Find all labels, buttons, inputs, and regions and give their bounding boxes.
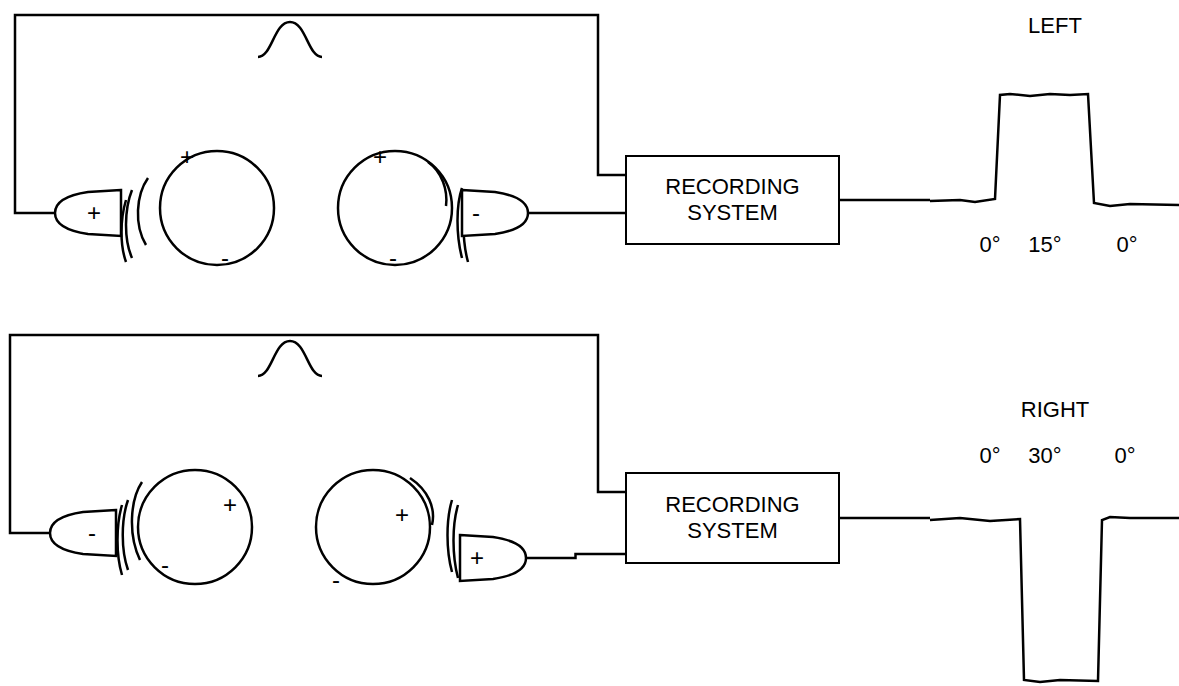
panel-title: RIGHT bbox=[1021, 398, 1089, 422]
skin-bracket bbox=[132, 482, 142, 560]
electrode-outline bbox=[462, 190, 528, 236]
polarity-sign: - bbox=[389, 246, 397, 270]
electrode: + bbox=[55, 190, 121, 236]
electrode-wire bbox=[15, 15, 625, 213]
angle-label: 0° bbox=[1114, 444, 1135, 468]
electrode-outline bbox=[50, 510, 116, 556]
angle-label: 0° bbox=[1116, 233, 1137, 257]
electrode: - bbox=[50, 510, 116, 556]
right-eye bbox=[316, 470, 430, 584]
box-label: RECORDING SYSTEM bbox=[637, 492, 828, 544]
electrode-outline bbox=[460, 535, 526, 581]
skin-bracket bbox=[118, 505, 123, 575]
electrode-shape bbox=[50, 510, 116, 556]
polarity-sign: + bbox=[470, 545, 484, 571]
polarity-sign: - bbox=[332, 568, 340, 592]
nose bbox=[258, 22, 322, 57]
electrode: + bbox=[460, 535, 526, 581]
polarity-sign: + bbox=[180, 145, 194, 169]
angle-label: 0° bbox=[979, 233, 1000, 257]
skin-bracket bbox=[410, 478, 433, 525]
output-lead bbox=[840, 199, 930, 202]
output-lead bbox=[840, 517, 930, 520]
electrode-shape bbox=[462, 190, 528, 236]
nose bbox=[258, 341, 322, 376]
skin-bracket bbox=[448, 500, 453, 572]
polarity-sign: - bbox=[88, 520, 96, 546]
polarity-sign: + bbox=[223, 493, 237, 517]
skin-bracket bbox=[123, 500, 128, 570]
skin-bracket bbox=[428, 162, 446, 206]
electrode-wire bbox=[10, 335, 625, 533]
signal-trace bbox=[930, 94, 1179, 206]
signal-trace bbox=[930, 517, 1179, 682]
recording-system-box: RECORDING SYSTEM bbox=[625, 155, 840, 245]
angle-label: 30° bbox=[1028, 444, 1061, 468]
left-eye bbox=[160, 151, 274, 265]
polarity-sign: + bbox=[373, 145, 387, 169]
electrode-wire bbox=[528, 212, 625, 215]
panel-title: LEFT bbox=[1028, 14, 1082, 38]
skin-bracket bbox=[454, 505, 459, 578]
polarity-sign: - bbox=[161, 553, 169, 577]
recording-system-box: RECORDING SYSTEM bbox=[625, 472, 840, 564]
skin-bracket bbox=[126, 190, 132, 258]
polarity-sign: - bbox=[472, 200, 480, 226]
polarity-sign: + bbox=[395, 503, 409, 527]
electrode-shape bbox=[55, 190, 121, 236]
polarity-sign: - bbox=[221, 246, 229, 270]
skin-bracket bbox=[138, 178, 148, 245]
electrode-wire bbox=[526, 554, 625, 558]
angle-label: 15° bbox=[1028, 233, 1061, 257]
electrode-shape bbox=[460, 535, 526, 581]
angle-label: 0° bbox=[979, 444, 1000, 468]
polarity-sign: + bbox=[87, 200, 101, 226]
left-eye bbox=[138, 470, 252, 584]
electrode: - bbox=[462, 190, 528, 236]
box-label: RECORDING SYSTEM bbox=[637, 174, 828, 226]
